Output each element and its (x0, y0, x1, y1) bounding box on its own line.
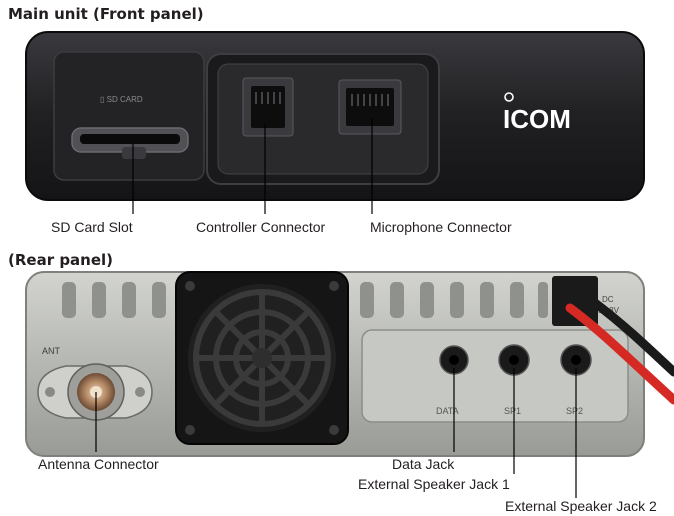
callout-microphone-connector: Microphone Connector (370, 219, 512, 235)
front-panel-heading: Main unit (Front panel) (8, 5, 204, 23)
speaker-jack-2[interactable]: SP2 (560, 344, 592, 416)
sd-card-slot[interactable]: ▯ SD CARD (71, 95, 189, 159)
dc-power-cable: DC 13.8V (552, 276, 674, 405)
microphone-connector[interactable] (338, 79, 402, 135)
rear-leader-lines (95, 368, 577, 498)
callout-controller-connector: Controller Connector (196, 219, 326, 235)
cooling-fan (175, 271, 349, 445)
callout-speaker-jack-2: External Speaker Jack 2 (505, 498, 657, 514)
sp2-label: SP2 (566, 406, 583, 416)
brand-text: ICOM (503, 104, 571, 134)
data-label: DATA (436, 406, 459, 416)
data-jack[interactable]: DATA (436, 345, 469, 416)
ant-label: ANT (42, 346, 61, 356)
rear-panel-heading: (Rear panel) (8, 251, 114, 269)
icom-logo: ICOM (503, 92, 571, 134)
dc-label: DC (602, 295, 614, 304)
controller-connector[interactable] (242, 77, 294, 137)
sp1-label: SP1 (504, 406, 521, 416)
front-leader-lines (132, 118, 373, 214)
callout-antenna-connector: Antenna Connector (38, 456, 159, 472)
callout-speaker-jack-1: External Speaker Jack 1 (358, 476, 510, 492)
callout-data-jack: Data Jack (392, 456, 455, 472)
svg-text:▯ SD CARD: ▯ SD CARD (100, 95, 143, 104)
callout-sd-card-slot: SD Card Slot (51, 219, 133, 235)
